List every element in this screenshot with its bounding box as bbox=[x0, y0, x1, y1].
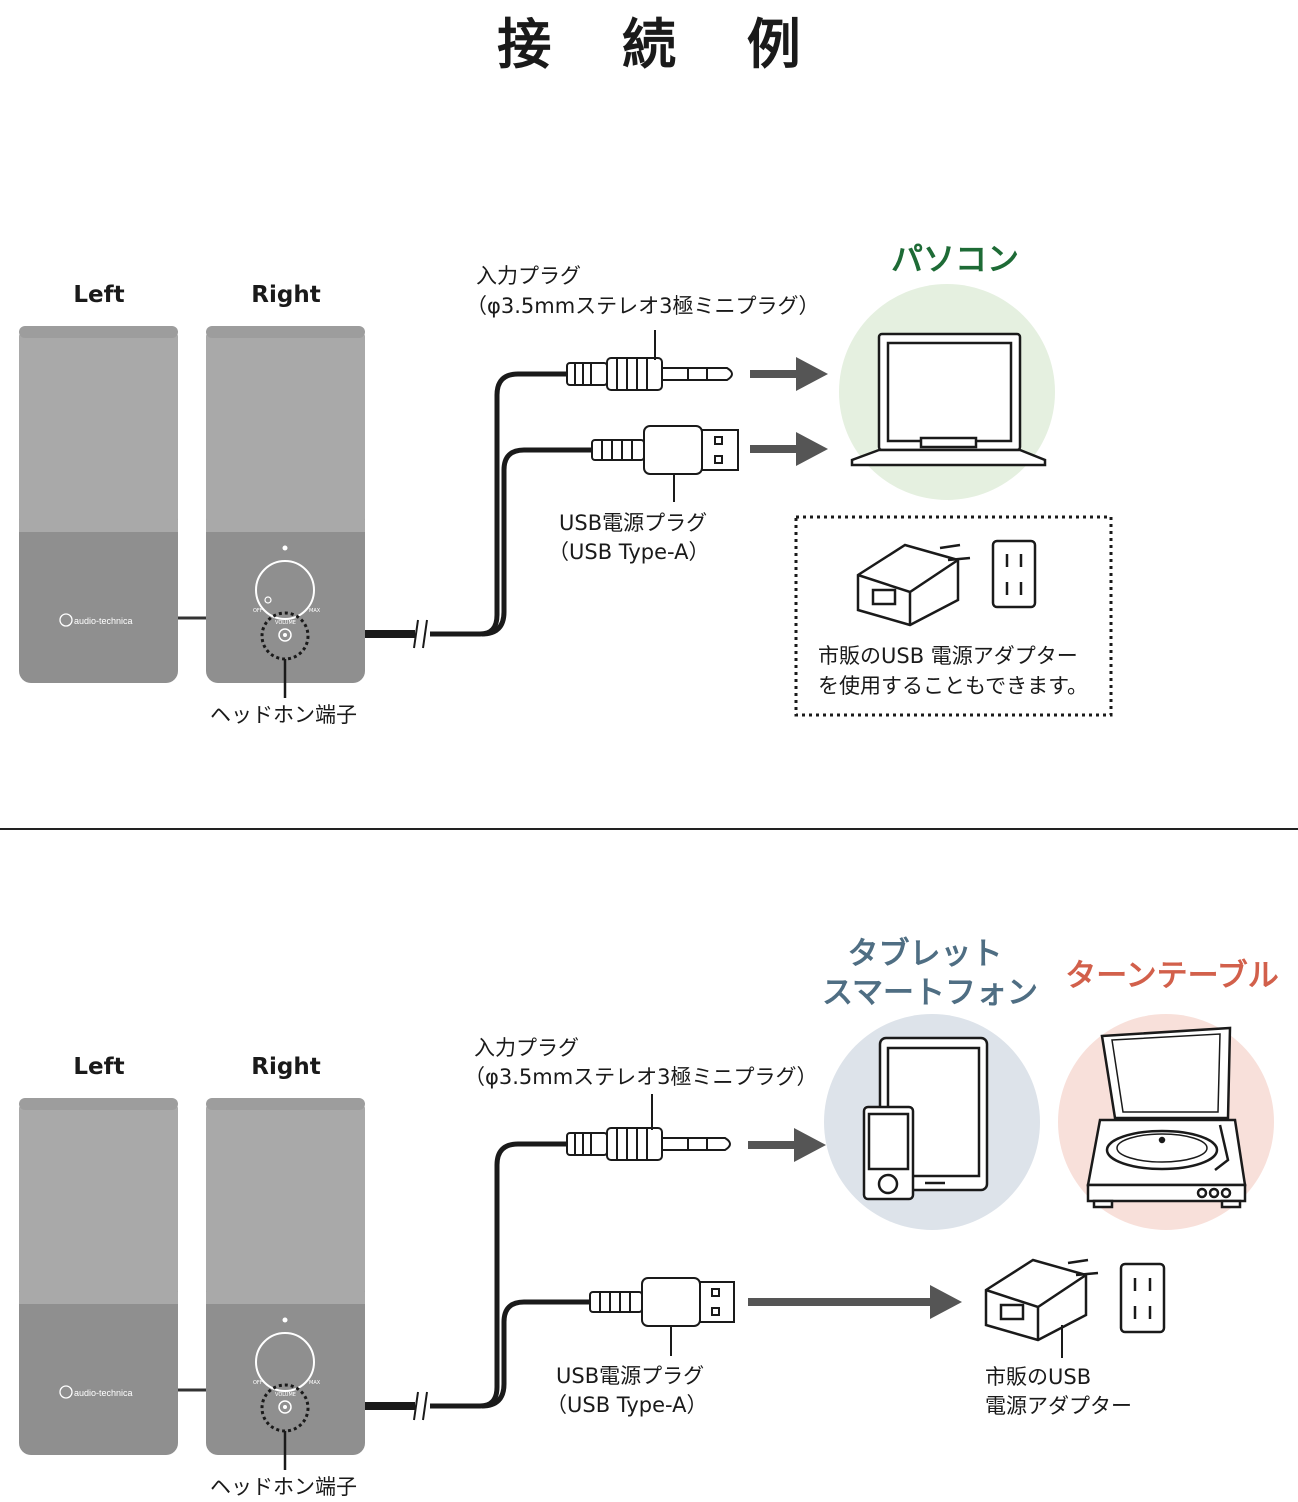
knob-max-text: MAX bbox=[309, 608, 321, 614]
usb-plug-spec-2: （USB Type-A） bbox=[546, 1393, 708, 1417]
arrow-to-tablet bbox=[748, 1128, 826, 1162]
knob-max-text-2: MAX bbox=[309, 1380, 321, 1386]
input-plug-label: 入力プラグ bbox=[476, 264, 581, 288]
right-speaker-2: OFF MAX VOLUME bbox=[206, 1098, 365, 1455]
usb-plug-spec: （USB Type-A） bbox=[548, 540, 710, 564]
brand-text: audio-technica bbox=[74, 616, 133, 626]
speaker-right-label-2: Right bbox=[251, 1054, 321, 1080]
knob-volume-text-2: VOLUME bbox=[275, 1392, 296, 1398]
left-speaker-2: audio-technica bbox=[19, 1098, 178, 1455]
arrow-to-pc-usb bbox=[750, 432, 828, 466]
headphone-jack-icon-2 bbox=[278, 1400, 292, 1414]
stereo-mini-plug-icon bbox=[566, 357, 733, 391]
turntable-title: ターンテーブル bbox=[1065, 958, 1279, 994]
adapter-label-line1: 市販のUSB bbox=[985, 1365, 1092, 1389]
knob-volume-text: VOLUME bbox=[275, 620, 296, 626]
turntable-icon bbox=[1086, 1026, 1247, 1209]
input-plug-label-2: 入力プラグ bbox=[474, 1036, 579, 1060]
adapter-note-box bbox=[794, 515, 1113, 717]
page-title: 接 続 例 bbox=[497, 13, 827, 76]
brand-text-2: audio-technica bbox=[74, 1388, 133, 1398]
input-plug-spec: （φ3.5mmステレオ3極ミニプラグ） bbox=[466, 294, 820, 318]
speaker-left-label-2: Left bbox=[73, 1054, 125, 1080]
power-led-icon-2 bbox=[282, 1317, 288, 1323]
brand-logo-icon-2 bbox=[59, 1385, 73, 1399]
usb-plug-label-2: USB電源プラグ bbox=[556, 1364, 705, 1388]
section-divider bbox=[0, 828, 1298, 830]
adapter-note-line1: 市販のUSB 電源アダプター bbox=[818, 644, 1078, 668]
brand-logo-icon bbox=[59, 613, 73, 627]
pc-connection-diagram: audio-technica OFF MAX VOLUME bbox=[19, 284, 1113, 717]
headphone-label-2: ヘッドホン端子 bbox=[210, 1475, 357, 1499]
speaker-right-label: Right bbox=[251, 282, 321, 308]
pc-title: パソコン bbox=[890, 240, 1019, 278]
volume-knob-icon-2 bbox=[255, 1332, 315, 1392]
smartphone-icon bbox=[862, 1105, 915, 1201]
usb-plug-icon bbox=[591, 425, 739, 475]
left-speaker: audio-technica bbox=[19, 326, 178, 683]
input-plug-spec-2: （φ3.5mmステレオ3極ミニプラグ） bbox=[464, 1065, 818, 1089]
knob-off-text-2: OFF bbox=[253, 1380, 263, 1386]
headphone-highlight-circle bbox=[260, 611, 310, 661]
usb-adapter-icon bbox=[856, 543, 971, 627]
usb-plug-icon-2 bbox=[589, 1277, 735, 1327]
adapter-note-line2: を使用することもできます。 bbox=[818, 674, 1089, 698]
laptop-icon bbox=[850, 332, 1047, 467]
usb-adapter-icon-2 bbox=[984, 1258, 1099, 1342]
wall-outlet-icon-2 bbox=[1119, 1262, 1166, 1334]
arrow-to-adapter bbox=[748, 1285, 962, 1319]
cable-break-mark bbox=[413, 619, 428, 649]
headphone-label: ヘッドホン端子 bbox=[210, 703, 357, 727]
arrow-to-pc-audio bbox=[750, 357, 828, 391]
knob-off-text: OFF bbox=[253, 608, 263, 614]
headphone-jack-icon bbox=[278, 628, 292, 642]
stereo-mini-plug-icon-2 bbox=[566, 1127, 731, 1161]
usb-cable bbox=[481, 447, 592, 637]
right-speaker: OFF MAX VOLUME bbox=[206, 326, 365, 683]
wall-outlet-icon bbox=[991, 539, 1037, 609]
tablet-title-line2: スマートフォン bbox=[821, 975, 1039, 1011]
usb-cable-2 bbox=[481, 1299, 590, 1409]
tablet-title-line1: タブレット bbox=[847, 936, 1003, 972]
adapter-label-line2: 電源アダプター bbox=[985, 1394, 1132, 1418]
volume-knob-icon bbox=[255, 560, 315, 620]
audio-cable-2 bbox=[430, 1141, 567, 1409]
usb-plug-label: USB電源プラグ bbox=[559, 511, 708, 535]
speaker-left-label: Left bbox=[73, 282, 125, 308]
power-led-icon bbox=[282, 545, 288, 551]
